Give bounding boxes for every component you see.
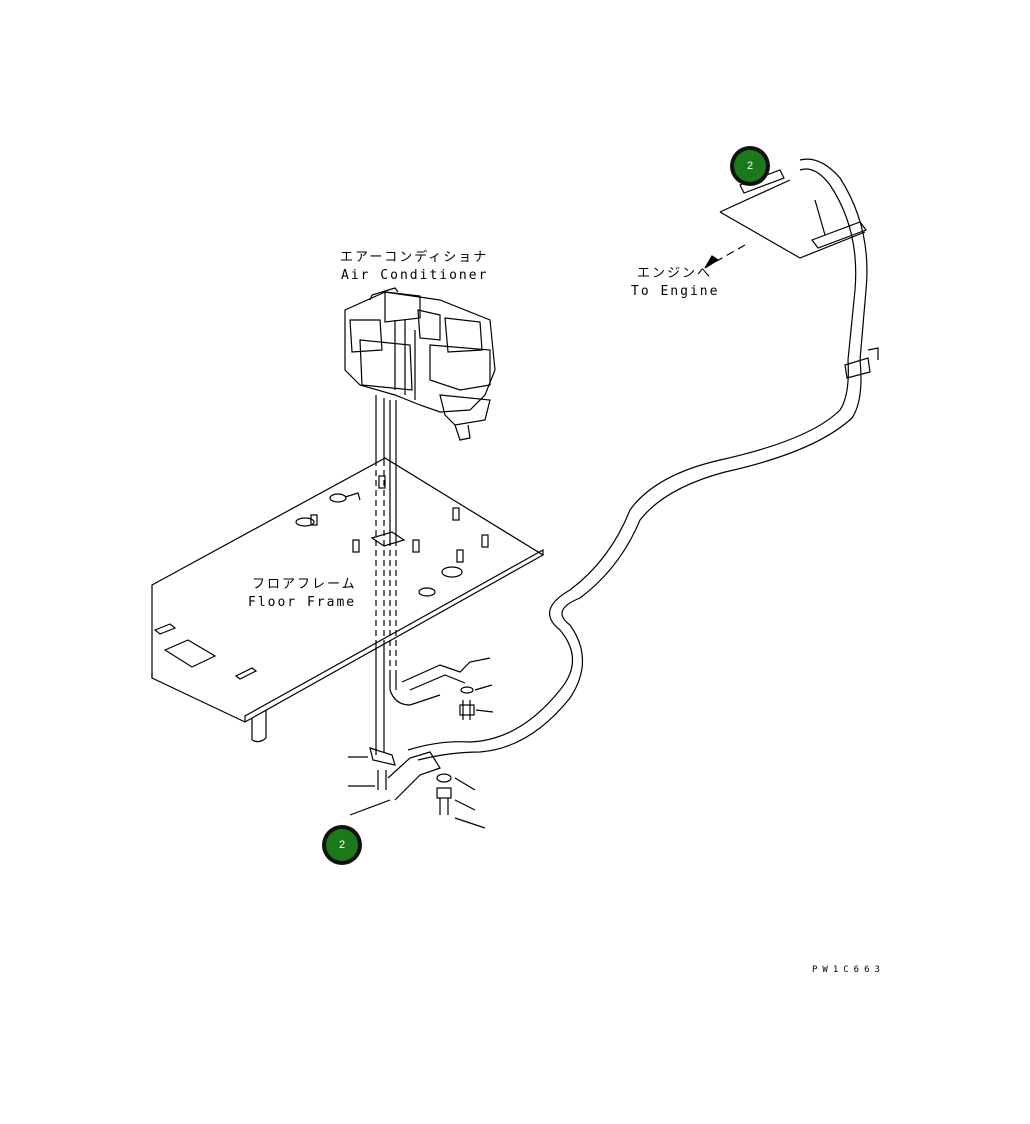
callout-number: 2 <box>326 829 358 861</box>
drain-pipes <box>375 395 441 755</box>
drawing-code: PW1C663 <box>812 965 885 975</box>
air-conditioner-unit <box>344 287 496 441</box>
air-conditioner-label-en: Air Conditioner <box>341 268 489 283</box>
callout-part-2-top[interactable]: 2 <box>730 146 770 186</box>
to-engine-label-en: To Engine <box>631 284 720 299</box>
air-conditioner-label-jp: エアーコンディショナ <box>340 250 489 265</box>
floor-frame-label-jp: フロアフレーム <box>252 577 357 592</box>
callout-number: 2 <box>734 150 766 182</box>
hose-to-engine <box>407 158 879 761</box>
floor-frame-plate <box>151 457 545 743</box>
lower-clamps <box>348 657 494 829</box>
floor-frame-label-en: Floor Frame <box>248 595 357 610</box>
callout-part-2-bottom[interactable]: 2 <box>322 825 362 865</box>
to-engine-label-jp: エンジンへ <box>637 266 713 281</box>
